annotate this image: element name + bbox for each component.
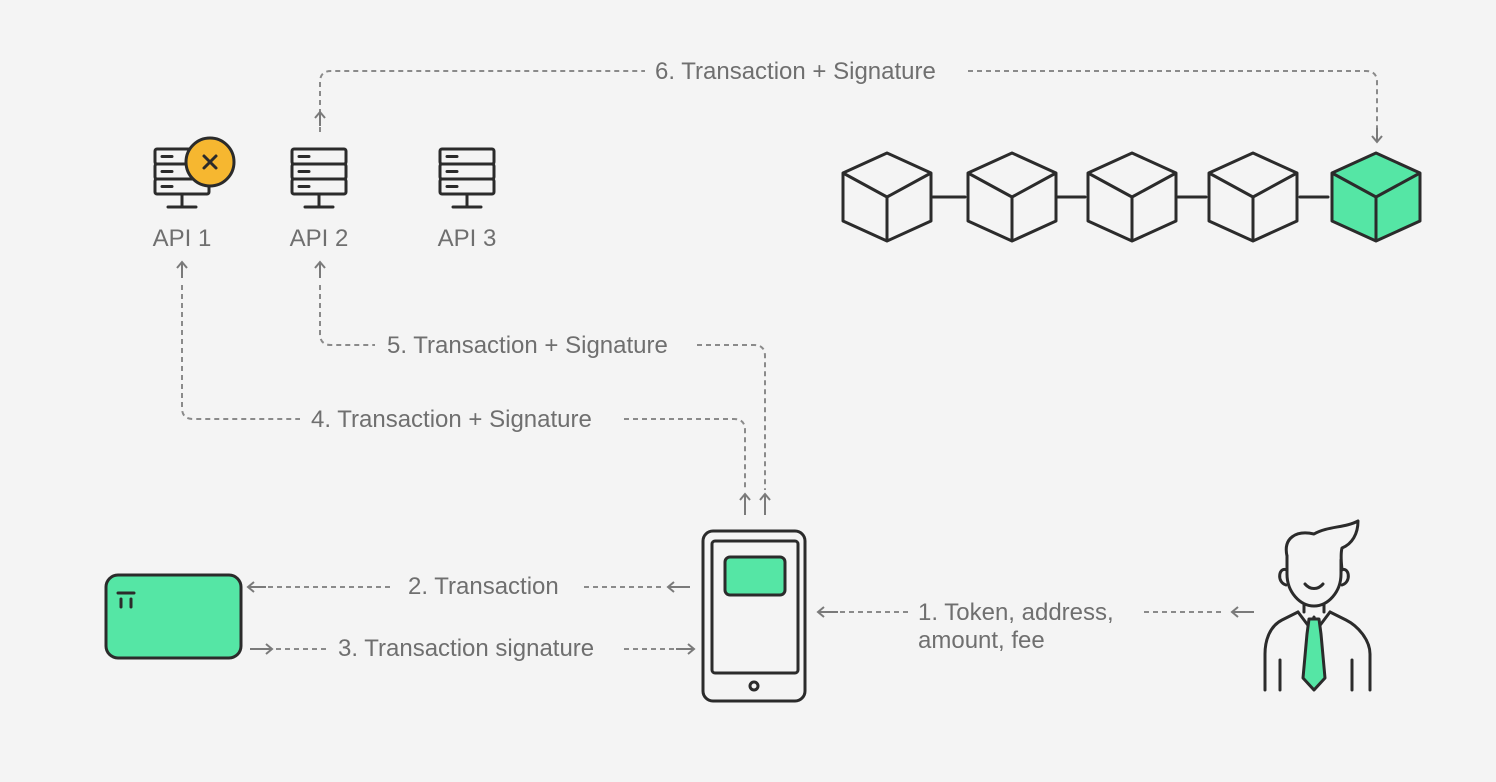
step6-label: 6. Transaction + Signature <box>655 58 936 85</box>
connector-step4 <box>176 260 751 515</box>
api1-error-badge <box>184 136 236 188</box>
connector-step5 <box>314 260 771 515</box>
api1-server-icon <box>153 147 211 209</box>
api2-label: API 2 <box>290 225 349 252</box>
blockchain <box>841 151 1422 243</box>
step1-label-line2: amount, fee <box>918 627 1045 654</box>
block-cube-4 <box>1207 151 1299 243</box>
step2-label: 2. Transaction <box>408 573 559 600</box>
connector-step1 <box>816 606 1254 618</box>
step4-label: 4. Transaction + Signature <box>311 406 592 433</box>
step1-label-line1: 1. Token, address, <box>918 599 1114 626</box>
connector-step6 <box>314 70 1383 144</box>
x-icon <box>202 154 218 170</box>
hardware-wallet-icon <box>104 573 243 660</box>
phone-icon <box>701 529 807 703</box>
block-cube-5 <box>1330 151 1422 243</box>
block-cube-1 <box>841 151 933 243</box>
step5-label: 5. Transaction + Signature <box>387 332 668 359</box>
connector-step3 <box>250 643 696 655</box>
api3-label: API 3 <box>438 225 497 252</box>
api3-server-icon <box>438 147 496 209</box>
api1-label: API 1 <box>153 225 212 252</box>
block-cube-3 <box>1086 151 1178 243</box>
block-cube-2 <box>966 151 1058 243</box>
api2-server-icon <box>290 147 348 209</box>
connector-step2 <box>246 581 690 593</box>
user-icon <box>1263 519 1372 692</box>
step3-label: 3. Transaction signature <box>338 635 594 662</box>
